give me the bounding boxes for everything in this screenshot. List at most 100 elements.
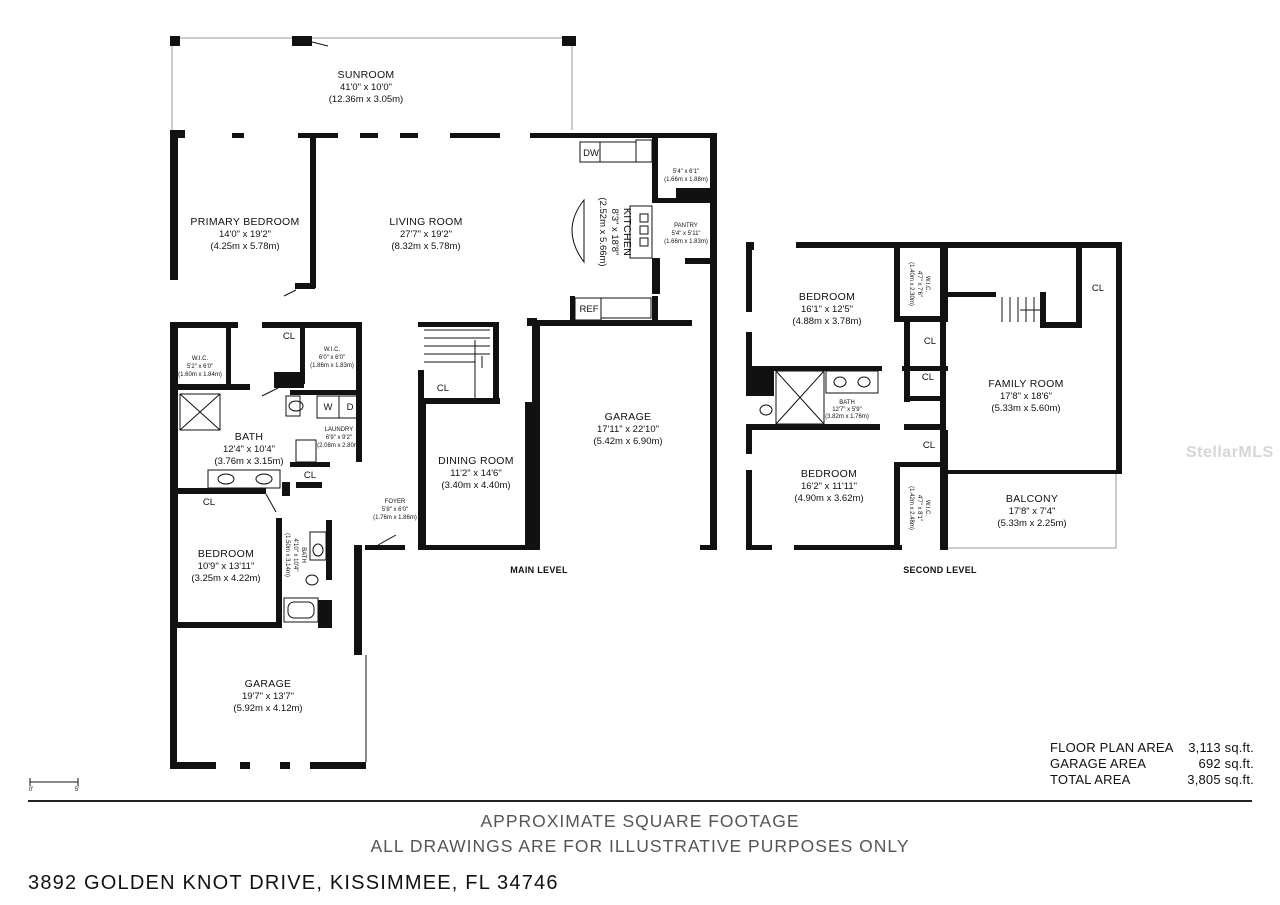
closet-label: CL [203, 497, 215, 508]
room-dining-room: DINING ROOM 11'2" x 14'6" (3.40m x 4.40m… [438, 455, 513, 491]
area-label: TOTAL AREA [1050, 772, 1131, 787]
main-level-fixtures [179, 139, 653, 623]
room-bedroom-main: BEDROOM 10'9" x 13'11" (3.25m x 4.22m) [191, 548, 260, 584]
area-label: FLOOR PLAN AREA [1050, 740, 1174, 755]
room-pantry: PANTRY 5'4" x 5'11" (1.66m x 1.83m) [664, 223, 708, 245]
room-dimensions: 12'4" x 10'4" [223, 444, 275, 455]
disclaimer-line-2: ALL DRAWINGS ARE FOR ILLUSTRATIVE PURPOS… [370, 836, 910, 856]
room-dimensions: 6'0" x 6'0" [319, 355, 345, 361]
room-metric: (5.42m x 6.90m) [593, 436, 662, 447]
room-metric: (4.25m x 5.78m) [210, 241, 279, 252]
room-living-room: LIVING ROOM 27'7" x 19'2" (8.32m x 5.78m… [389, 216, 462, 252]
room-metric: (4.88m x 3.78m) [792, 316, 861, 327]
washer-label: W [324, 402, 333, 413]
room-metric: (1.66m x 1.83m) [664, 239, 708, 245]
main-level-walls [170, 36, 717, 769]
room-name: BATH [300, 547, 306, 563]
room-name: BEDROOM [799, 291, 855, 303]
room-dimensions: 4'10" x 10'4" [292, 539, 298, 572]
closet-label: CL [924, 336, 936, 347]
room-name: GARAGE [245, 678, 292, 690]
room-metric: (3.25m x 4.22m) [191, 573, 260, 584]
room-name: W.I.C. [924, 500, 930, 517]
room-dimensions: 5'4" x 5'11" [671, 231, 700, 237]
area-label: GARAGE AREA [1050, 756, 1147, 771]
room-name: LIVING ROOM [389, 216, 462, 228]
room-metric: (1.60m x 1.84m) [178, 372, 222, 378]
disclaimer-line-1: APPROXIMATE SQUARE FOOTAGE [480, 811, 800, 831]
room-metric: (5.33m x 5.60m) [991, 403, 1060, 414]
room-metric: (12.36m x 3.05m) [329, 94, 403, 105]
room-dimensions: 16'1" x 12'5" [801, 304, 853, 315]
room-dimensions: 8'3" x 18'8" [609, 209, 620, 256]
room-bath-small: BATH 4'10" x 10'4" (1.50m x 3.14m) [284, 533, 306, 577]
area-row: GARAGE AREA 692 sq.ft. [1050, 756, 1254, 772]
room-balcony: BALCONY 17'8" x 7'4" (5.33m x 2.25m) [997, 493, 1066, 529]
room-dimensions: 6'9" x 9'2" [326, 435, 352, 441]
closet-label: CL [437, 383, 449, 394]
room-metric: (4.90m x 3.62m) [794, 493, 863, 504]
second-level-walls [746, 242, 1122, 550]
room-metric: (1.66m x 1.88m) [664, 177, 708, 183]
main-level-caption: MAIN LEVEL [510, 565, 568, 575]
second-level-caption: SECOND LEVEL [903, 565, 977, 575]
room-metric: (1.42m x 2.48m) [908, 486, 914, 530]
area-value: 3,113 sq.ft. [1188, 740, 1254, 755]
room-metric: (5.33m x 2.25m) [997, 518, 1066, 529]
room-primary-bath: BATH 12'4" x 10'4" (3.76m x 3.15m) [214, 431, 283, 467]
second-level-fixtures [759, 297, 1040, 425]
room-metric: (3.82m x 1.76m) [825, 414, 869, 420]
room-name: BATH [235, 431, 263, 443]
room-laundry: LAUNDRY 6'9" x 9'2" (2.08m x 2.80m) [317, 427, 361, 449]
room-name: KITCHEN [621, 208, 633, 256]
room-name: FOYER [385, 499, 406, 505]
room-name: BEDROOM [801, 468, 857, 480]
room-dimensions: 17'8" x 18'6" [1000, 391, 1052, 402]
area-value: 692 sq.ft. [1198, 756, 1254, 771]
room-name: FAMILY ROOM [988, 378, 1063, 390]
room-garage-main: GARAGE 17'11" x 22'10" (5.42m x 6.90m) [593, 411, 662, 447]
area-row: TOTAL AREA 3,805 sq.ft. [1050, 772, 1254, 788]
room-sunroom: SUNROOM 41'0" x 10'0" (12.36m x 3.05m) [329, 69, 403, 105]
closet-label: CL [923, 440, 935, 451]
closet-label: CL [922, 372, 934, 383]
room-dimensions: 5'2" x 6'0" [187, 364, 213, 370]
scale-bar-end: 5' [75, 787, 79, 793]
room-primary-bedroom: PRIMARY BEDROOM 14'0" x 19'2" (4.25m x 5… [190, 216, 299, 252]
room-bedroom-up1: BEDROOM 16'1" x 12'5" (4.88m x 3.78m) [792, 291, 861, 327]
room-metric: (3.76m x 3.15m) [214, 456, 283, 467]
room-wic-left: W.I.C. 5'2" x 6'0" (1.60m x 1.84m) [178, 356, 222, 378]
room-dimensions: 11'2" x 14'6" [450, 468, 501, 479]
room-family-room: FAMILY ROOM 17'8" x 18'6" (5.33m x 5.60m… [988, 378, 1063, 414]
room-dimensions: 27'7" x 19'2" [400, 229, 452, 240]
room-name: LAUNDRY [325, 427, 354, 433]
room-name: BALCONY [1006, 493, 1058, 505]
room-bedroom-up2: BEDROOM 16'2" x 11'11" (4.90m x 3.62m) [794, 468, 863, 504]
closet-label: CL [1092, 283, 1104, 294]
room-dimensions: 17'11" x 22'10" [597, 424, 659, 435]
room-metric: (1.50m x 3.14m) [284, 533, 290, 577]
room-foyer: FOYER 5'8" x 6'0" (1.76m x 1.86m) [373, 499, 417, 521]
refrigerator-label: REF [580, 304, 599, 315]
room-dimensions: 17'8" x 7'4" [1009, 506, 1056, 517]
room-garage-lower: GARAGE 19'7" x 13'7" (5.92m x 4.12m) [233, 678, 302, 714]
room-dimensions: 41'0" x 10'0" [340, 82, 392, 93]
room-dimensions: 10'9" x 13'11" [198, 561, 255, 572]
property-address: 3892 GOLDEN KNOT DRIVE, KISSIMMEE, FL 34… [28, 872, 559, 894]
room-dimensions: 12'7" x 5'9" [832, 407, 862, 413]
room-name: PANTRY [674, 223, 698, 229]
dishwasher-label: DW [583, 148, 599, 159]
room-metric: (1.40m x 2.30m) [908, 262, 914, 306]
area-value: 3,805 sq.ft. [1187, 772, 1254, 787]
room-metric: (2.08m x 2.80m) [317, 443, 361, 449]
closet-label: CL [283, 331, 295, 342]
room-dimensions: 5'8" x 6'0" [382, 507, 408, 513]
room-dimensions: 5'4" x 6'1" [673, 169, 699, 175]
room-metric: (1.86m x 1.83m) [310, 363, 354, 369]
room-dimensions: 4'7" x 7'6" [916, 271, 922, 297]
room-name: W.I.C. [192, 356, 209, 362]
watermark: StellarMLS [1186, 444, 1274, 461]
room-name: GARAGE [605, 411, 652, 423]
room-name: W.I.C. [924, 276, 930, 293]
